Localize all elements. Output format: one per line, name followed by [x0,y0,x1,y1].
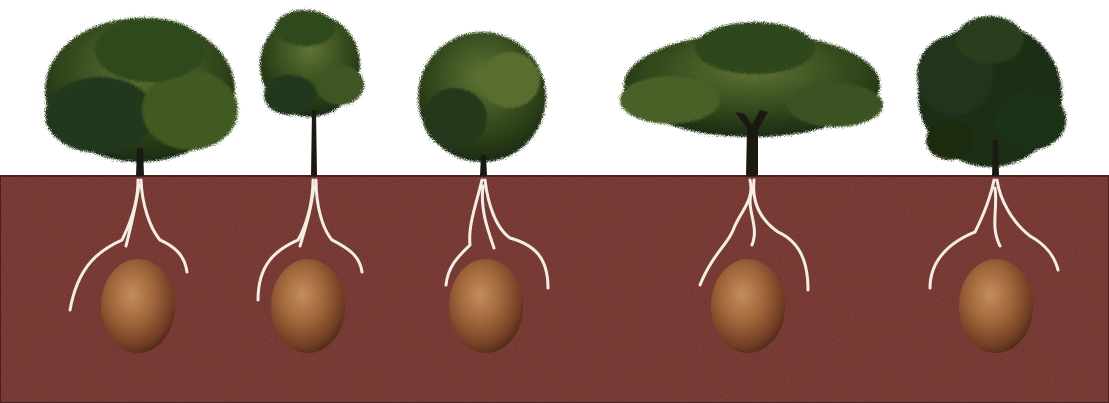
tree-3-trunk [480,155,487,176]
tree-1-trunk [136,148,144,176]
tree-3-canopy [418,32,546,162]
tree-2-trunk [311,110,317,176]
tree-5-trunk [992,140,999,176]
